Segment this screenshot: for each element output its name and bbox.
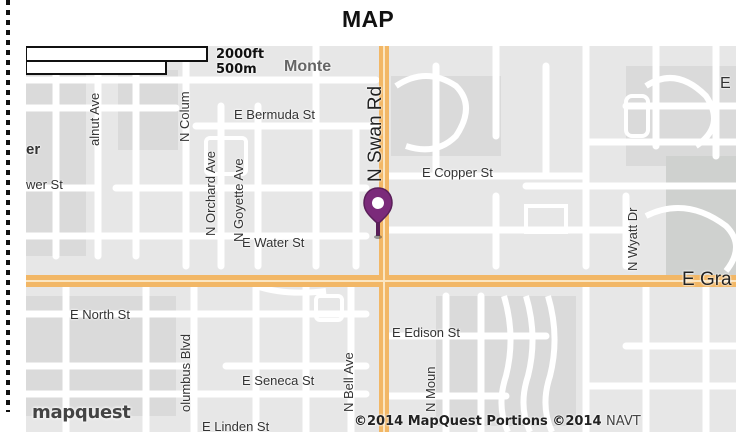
location-pin-icon[interactable] [362, 186, 394, 242]
map-copyright: ©2014 MapQuest Portions ©2014 NAVT [354, 414, 641, 429]
lot-outlines [204, 94, 650, 322]
label-e-edge: E [720, 75, 731, 92]
label-wer-st: wer St [26, 177, 63, 192]
dotted-border [6, 0, 10, 412]
label-er: er [26, 141, 41, 158]
page-title: MAP [341, 6, 394, 32]
label-e-water-st: E Water St [242, 235, 305, 250]
label-e-copper-st: E Copper St [422, 165, 493, 180]
copyright-navteq: NAVT [606, 414, 641, 429]
label-n-wyatt-dr: N Wyatt Dr [625, 207, 640, 271]
label-n-moun: N Moun [423, 366, 438, 412]
curved-streets [255, 73, 736, 432]
label-walnut-ave: alnut Ave [87, 92, 102, 146]
label-e-edison-st: E Edison St [392, 325, 460, 340]
label-n-swan-rd: N Swan Rd [365, 85, 386, 182]
scale-label-imperial: 2000ft [216, 47, 265, 62]
local-streets [26, 46, 736, 432]
copyright-text: ©2014 MapQuest Portions ©2014 [354, 414, 602, 429]
label-columbus-blvd: olumbus Blvd [178, 333, 193, 412]
scale-bar [26, 46, 208, 76]
label-n-goyette-ave: N Goyette Ave [231, 158, 246, 242]
scale-label-metric: 500m [216, 62, 257, 77]
map-canvas[interactable] [26, 46, 736, 432]
label-e-bermuda-st: E Bermuda St [234, 107, 315, 122]
label-n-orchard-ave: N Orchard Ave [203, 150, 218, 236]
label-e-linden-st: E Linden St [202, 419, 270, 432]
label-n-bell-ave: N Bell Ave [341, 352, 356, 412]
label-n-colum: N Colum [177, 91, 192, 142]
map-view[interactable]: 2000ft 500m Monte E Bermuda St E Copper … [26, 46, 736, 432]
label-e-grant: E Gra [682, 269, 732, 290]
mapquest-logo[interactable]: mapquest [32, 402, 131, 423]
arterial-centerlines [26, 46, 736, 432]
label-e-north-st: E North St [70, 307, 130, 322]
label-monte: Monte [284, 58, 332, 75]
label-e-seneca-st: E Seneca St [242, 373, 315, 388]
